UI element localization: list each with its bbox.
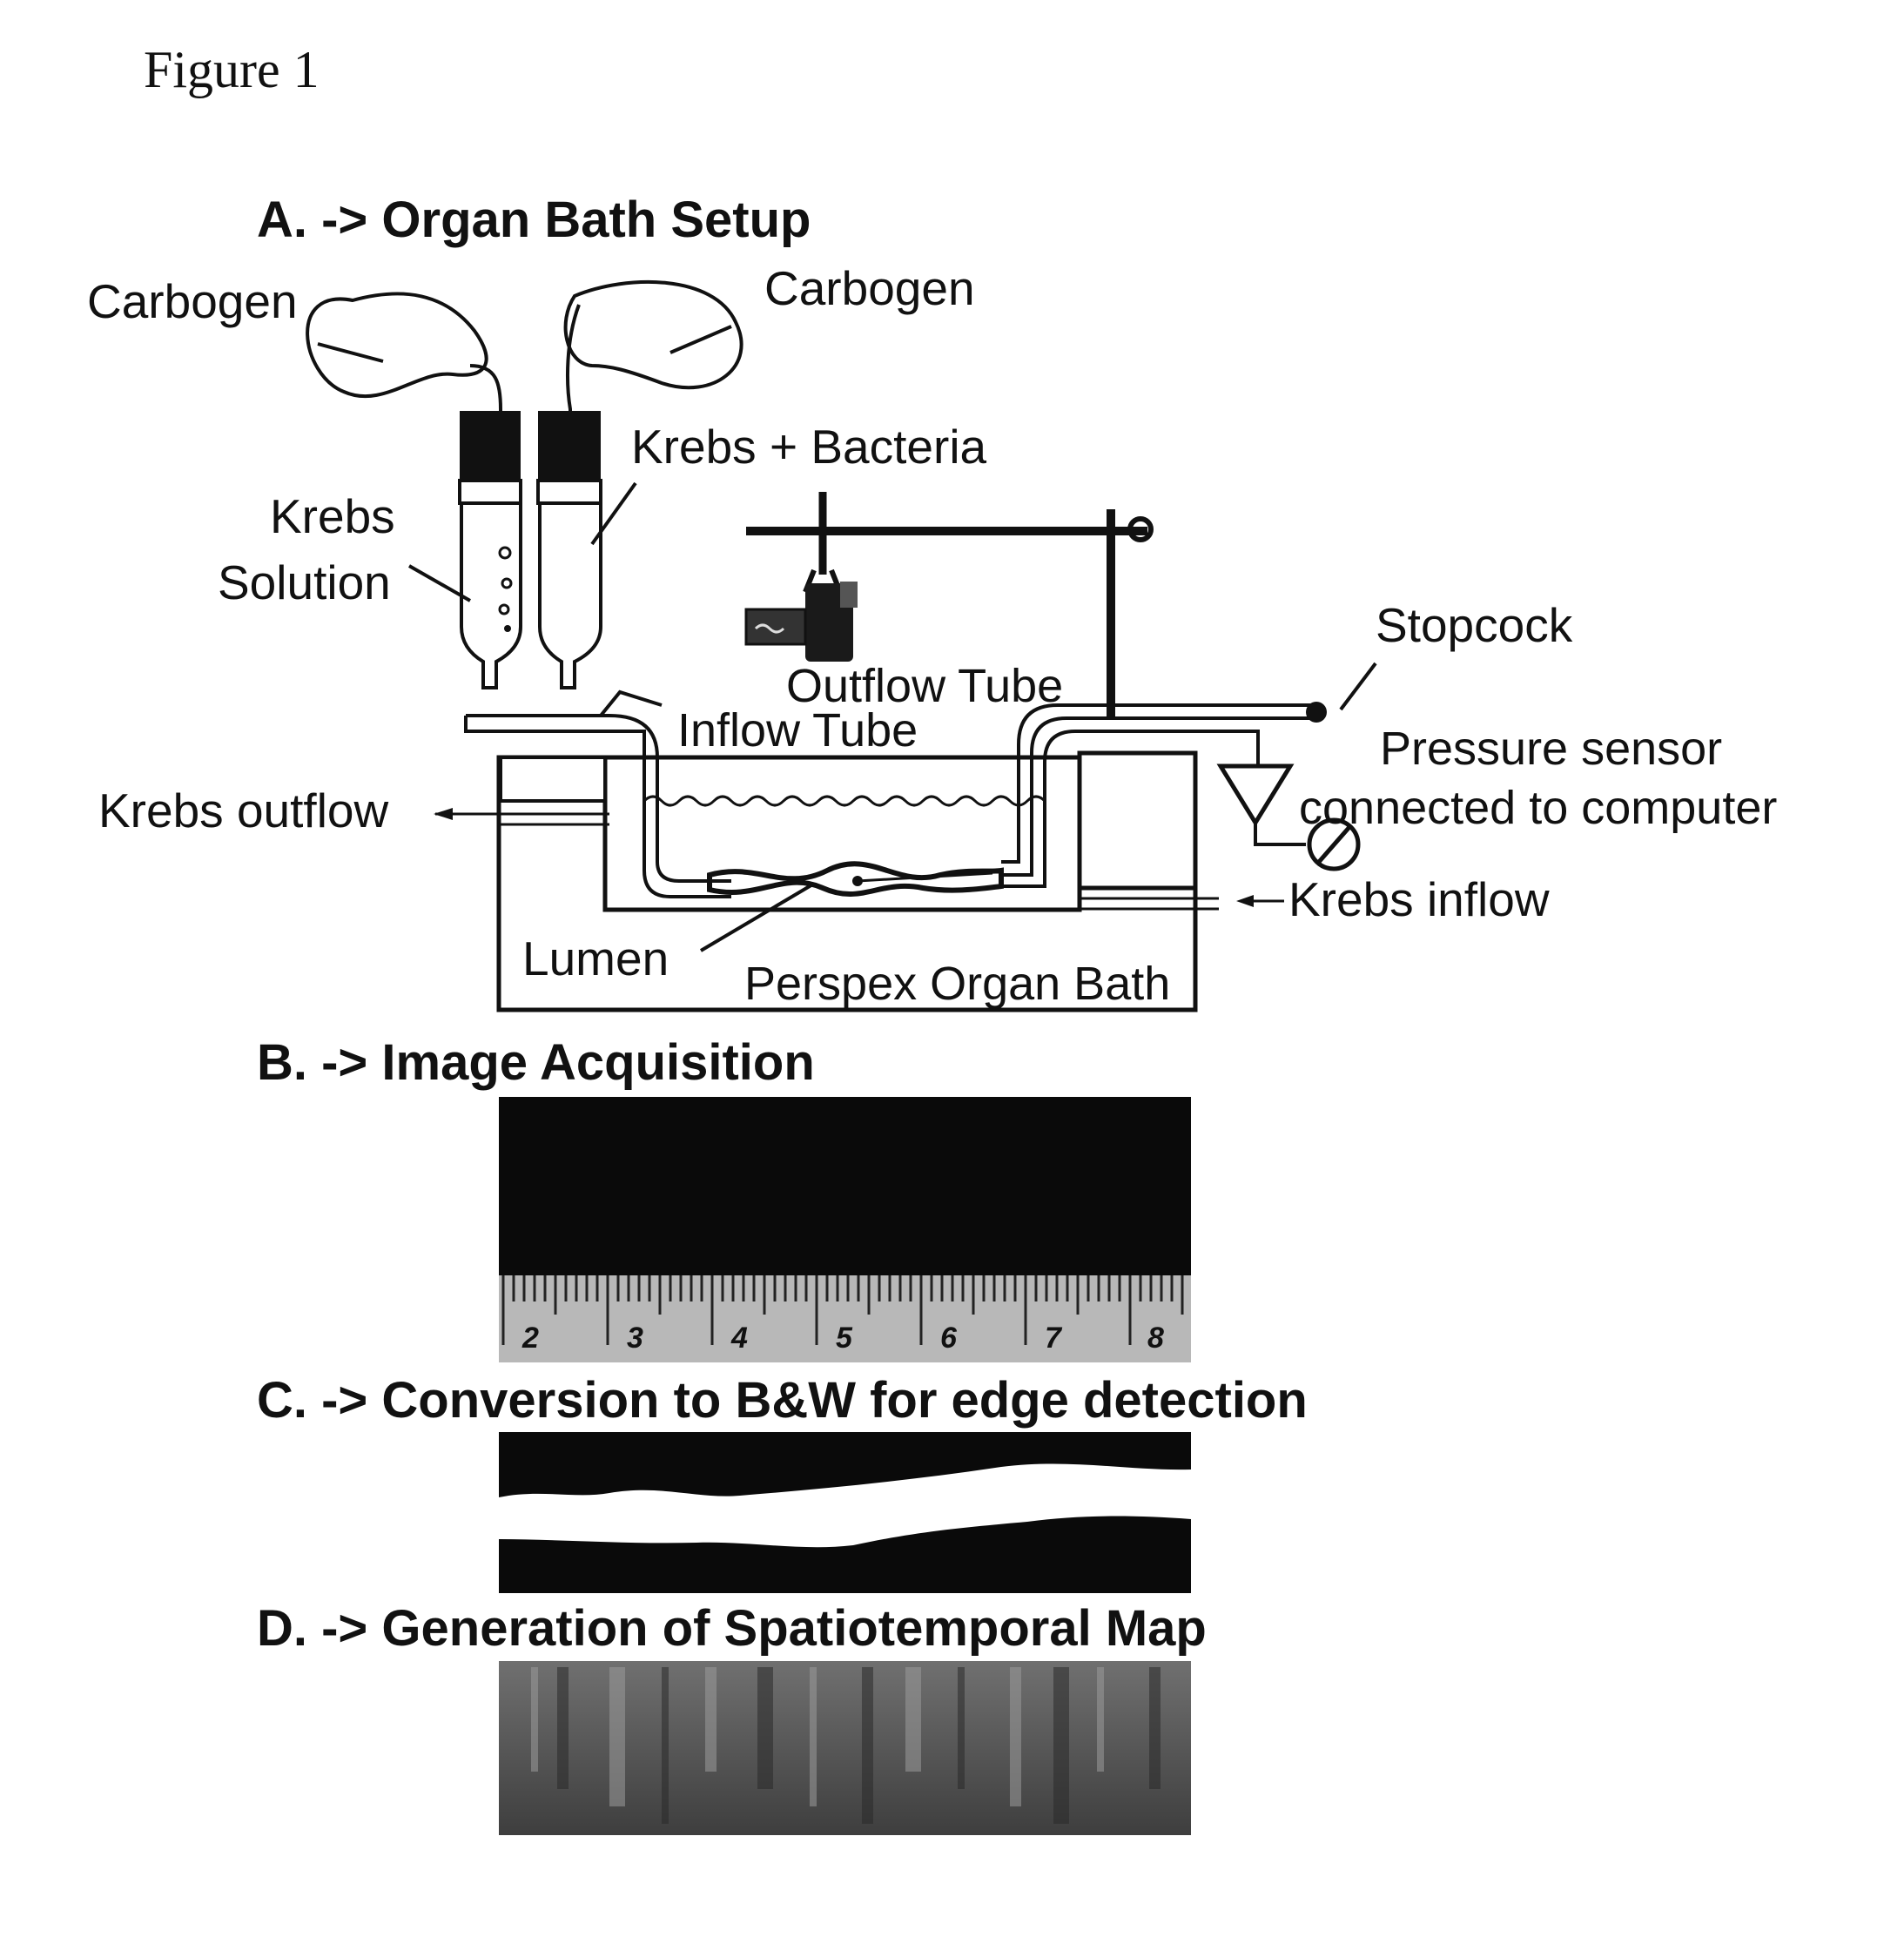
- acquired-image: [499, 1097, 1191, 1275]
- label-stopcock: Stopcock: [1376, 598, 1573, 652]
- label-carbogen-left: Carbogen: [87, 274, 298, 328]
- map-streak: [531, 1667, 538, 1772]
- map-streak: [905, 1667, 921, 1772]
- label-carbogen-right: Carbogen: [764, 261, 975, 315]
- pressure-sensor: [1221, 766, 1290, 823]
- map-streak: [1053, 1667, 1069, 1824]
- ruler-number: 4: [730, 1322, 748, 1355]
- carbogen-bag-left: [307, 293, 487, 396]
- spatiotemporal-map: [499, 1661, 1191, 1835]
- map-streak: [557, 1667, 569, 1789]
- label-krebs-line2: Solution: [218, 555, 391, 609]
- label-pressure-line1: Pressure sensor: [1380, 723, 1722, 775]
- map-streak: [705, 1667, 717, 1772]
- camera-icon: [746, 582, 858, 662]
- label-krebs-outflow: Krebs outflow: [98, 784, 389, 837]
- map-streak: [862, 1667, 873, 1824]
- panel-b-heading: B. -> Image Acquisition: [257, 1034, 815, 1091]
- panel-d-heading: D. -> Generation of Spatiotemporal Map: [257, 1600, 1207, 1657]
- map-streak: [609, 1667, 625, 1806]
- label-krebs-bacteria: Krebs + Bacteria: [631, 420, 987, 474]
- map-streak: [662, 1667, 669, 1824]
- label-perspex: Perspex Organ Bath: [744, 958, 1170, 1010]
- ruler-number: 3: [627, 1322, 643, 1355]
- panel-c: C. -> Conversion to B&W for edge detecti…: [257, 1372, 1308, 1593]
- panel-a: A. -> Organ Bath Setup: [87, 192, 1777, 1010]
- ruler-number: 8: [1147, 1322, 1164, 1355]
- map-streak: [958, 1667, 965, 1789]
- ruler-number: 2: [521, 1322, 539, 1355]
- map-streak: [1010, 1667, 1021, 1806]
- ruler-number: 7: [1045, 1322, 1063, 1355]
- map-streak: [1149, 1667, 1161, 1789]
- water-surface: [644, 797, 1045, 805]
- panel-c-heading: C. -> Conversion to B&W for edge detecti…: [257, 1372, 1308, 1429]
- panel-b: B. -> Image Acquisition 2 3 4 5 6 7 8: [257, 1034, 1191, 1362]
- stopcock-knob: [1306, 702, 1327, 723]
- ruler-number: 6: [940, 1322, 958, 1355]
- ruler-number: 5: [836, 1322, 853, 1355]
- krebs-solution-bottle: [460, 411, 521, 688]
- map-streak: [757, 1667, 773, 1789]
- label-inflow-tube: Inflow Tube: [677, 704, 918, 757]
- map-streak: [1097, 1667, 1104, 1772]
- map-streak: [810, 1667, 817, 1806]
- panel-a-heading: A. -> Organ Bath Setup: [257, 192, 811, 248]
- panel-d: D. -> Generation of Spatiotemporal Map: [257, 1600, 1207, 1835]
- krebs-bacteria-bottle: [538, 411, 601, 688]
- label-pressure-line2: connected to computer: [1299, 782, 1777, 834]
- label-krebs-inflow: Krebs inflow: [1288, 872, 1550, 926]
- label-krebs-line1: Krebs: [270, 489, 395, 543]
- figure-title: Figure 1: [144, 41, 320, 98]
- label-lumen: Lumen: [522, 932, 669, 985]
